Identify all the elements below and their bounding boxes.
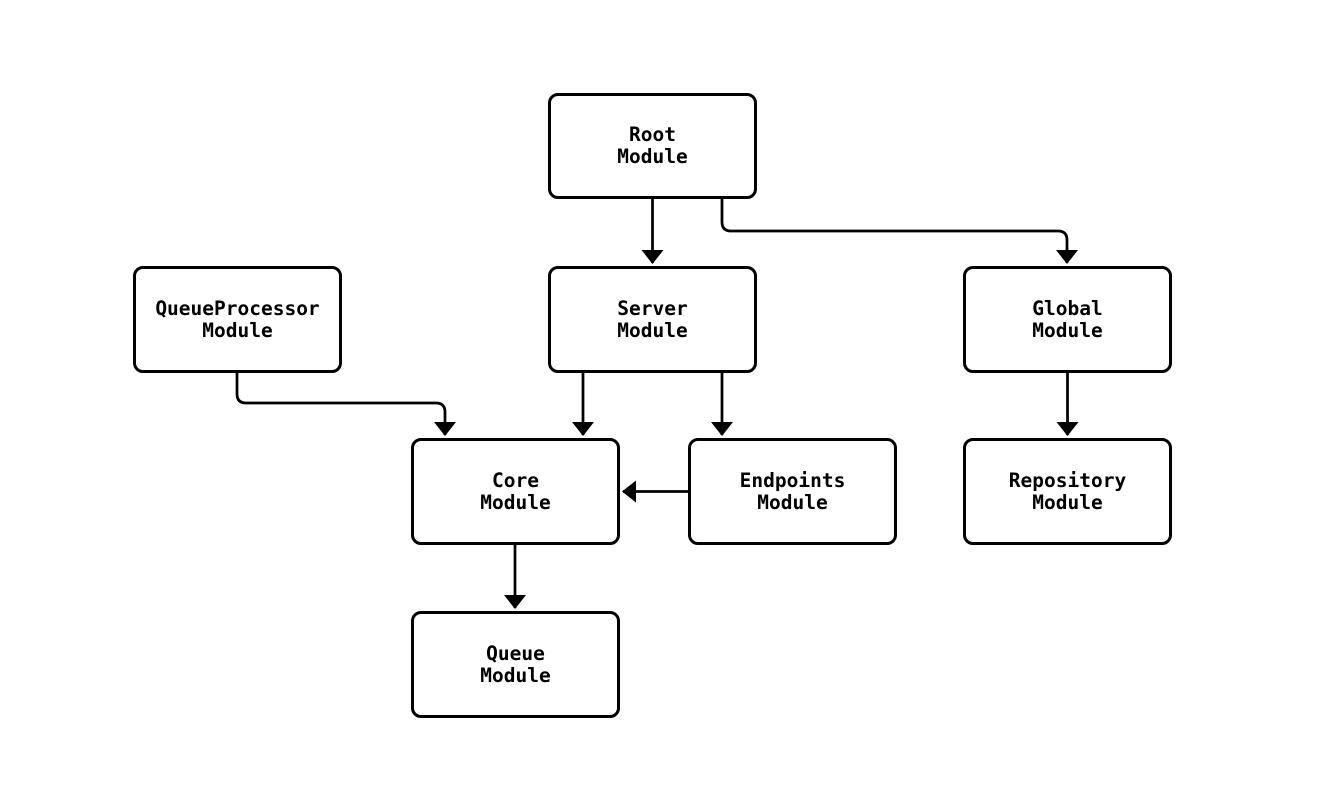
- node-queueprocessor-module: QueueProcessor Module: [133, 266, 342, 373]
- node-core-module-label: Core Module: [480, 468, 551, 514]
- node-server-module: Server Module: [548, 266, 757, 373]
- node-queue-module: Queue Module: [411, 611, 620, 718]
- node-global-module-label: Global Module: [1032, 296, 1103, 342]
- node-server-module-label: Server Module: [617, 296, 688, 342]
- edge-queueprocessor-to-core: [235, 373, 456, 436]
- node-repository-module-label: Repository Module: [1008, 468, 1127, 514]
- node-endpoints-module-label: Endpoints Module: [739, 468, 846, 514]
- node-core-module: Core Module: [411, 438, 620, 545]
- node-endpoints-module: Endpoints Module: [688, 438, 897, 545]
- edge-root-to-global: [720, 199, 1078, 264]
- node-queueprocessor-module-label: QueueProcessor Module: [155, 296, 320, 342]
- node-root-module-label: Root Module: [617, 123, 688, 168]
- node-queue-module-label: Queue Module: [480, 641, 551, 687]
- node-global-module: Global Module: [963, 266, 1172, 373]
- node-repository-module: Repository Module: [963, 438, 1172, 545]
- node-root-module: Root Module: [548, 93, 757, 199]
